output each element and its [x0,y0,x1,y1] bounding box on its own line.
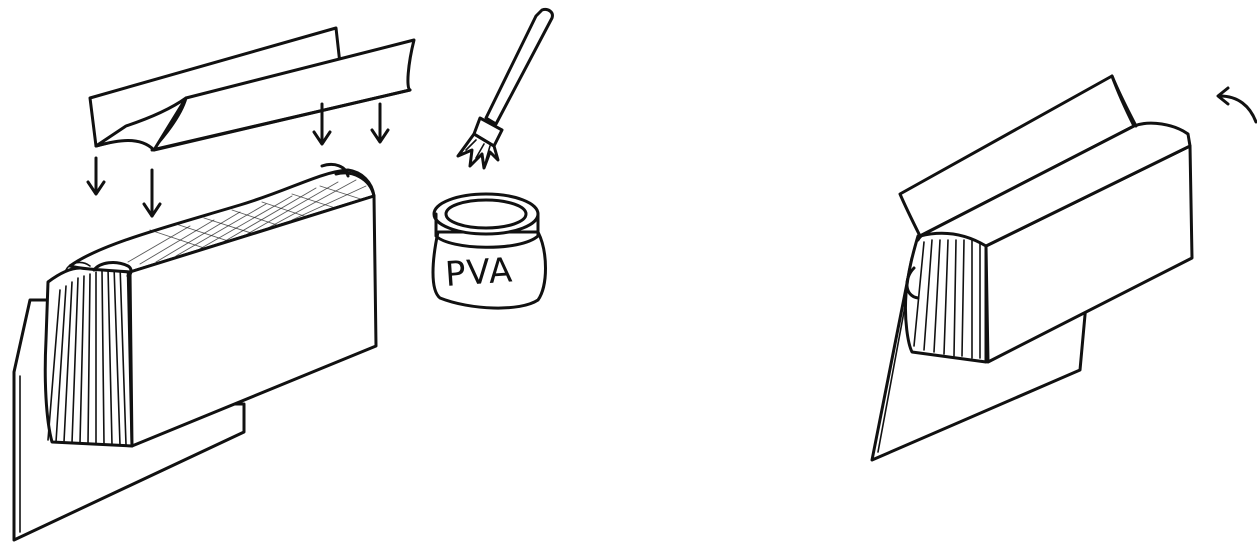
jar-label: PVA [444,250,514,295]
left-scene: PVA [14,9,552,540]
glue-brush-icon [458,9,552,168]
right-scene [872,76,1256,460]
text-block [45,164,376,446]
arrow-down-icon [372,104,388,142]
pva-glue-jar: PVA [433,194,546,308]
arrow-down-icon [144,170,160,216]
curved-arrow-icon [1218,88,1256,122]
arrow-down-icon [88,158,104,194]
spine-lining-strip [90,28,414,150]
